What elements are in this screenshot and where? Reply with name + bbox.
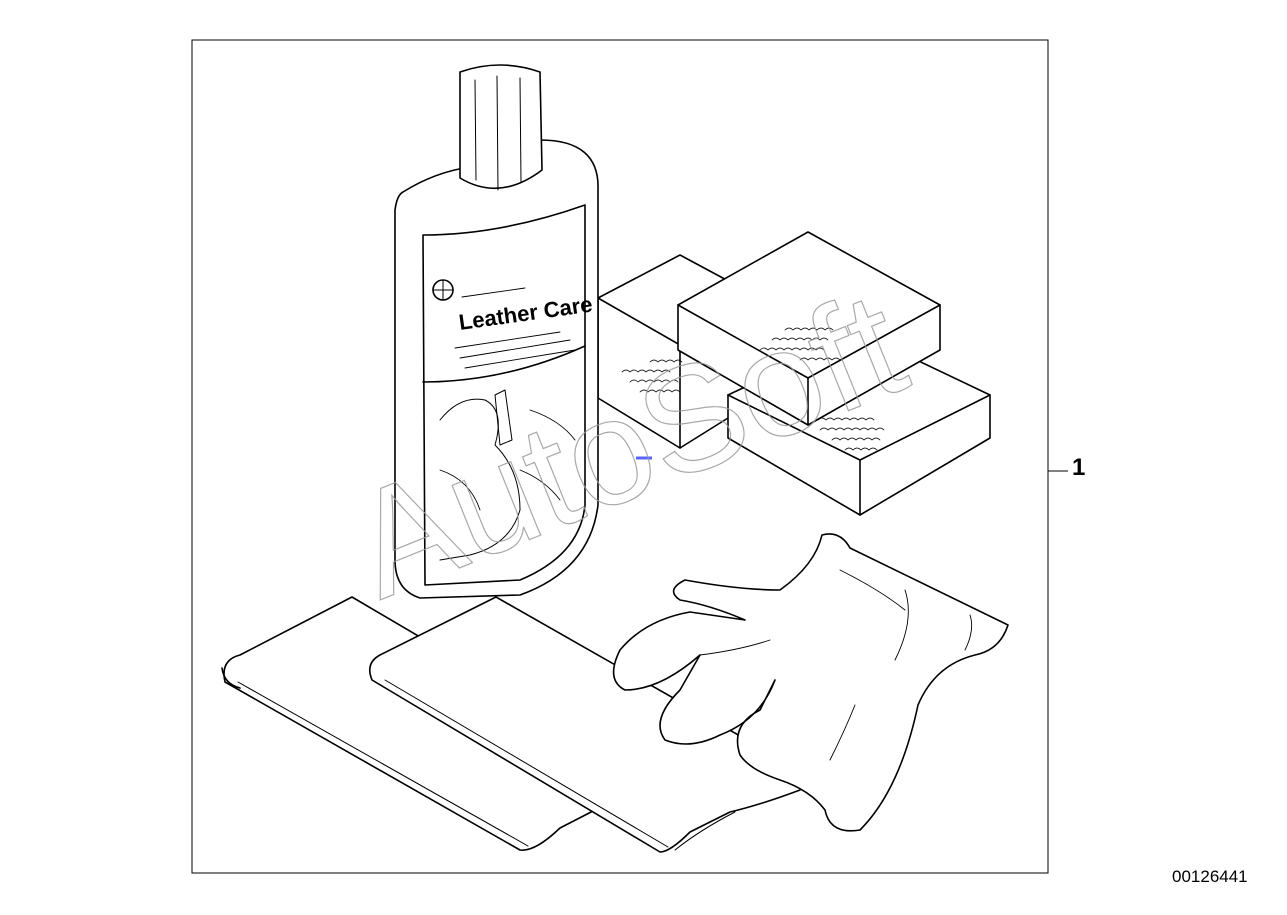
callout-number: 1 xyxy=(1072,454,1086,481)
leather-care-bottle xyxy=(394,64,599,599)
glove xyxy=(612,533,1009,832)
diagram-frame xyxy=(191,39,1049,874)
document-number: 00126441 xyxy=(1172,867,1248,886)
cloth-left xyxy=(221,596,596,851)
cloth-right xyxy=(369,596,806,853)
sponge-pad-top xyxy=(677,231,941,426)
